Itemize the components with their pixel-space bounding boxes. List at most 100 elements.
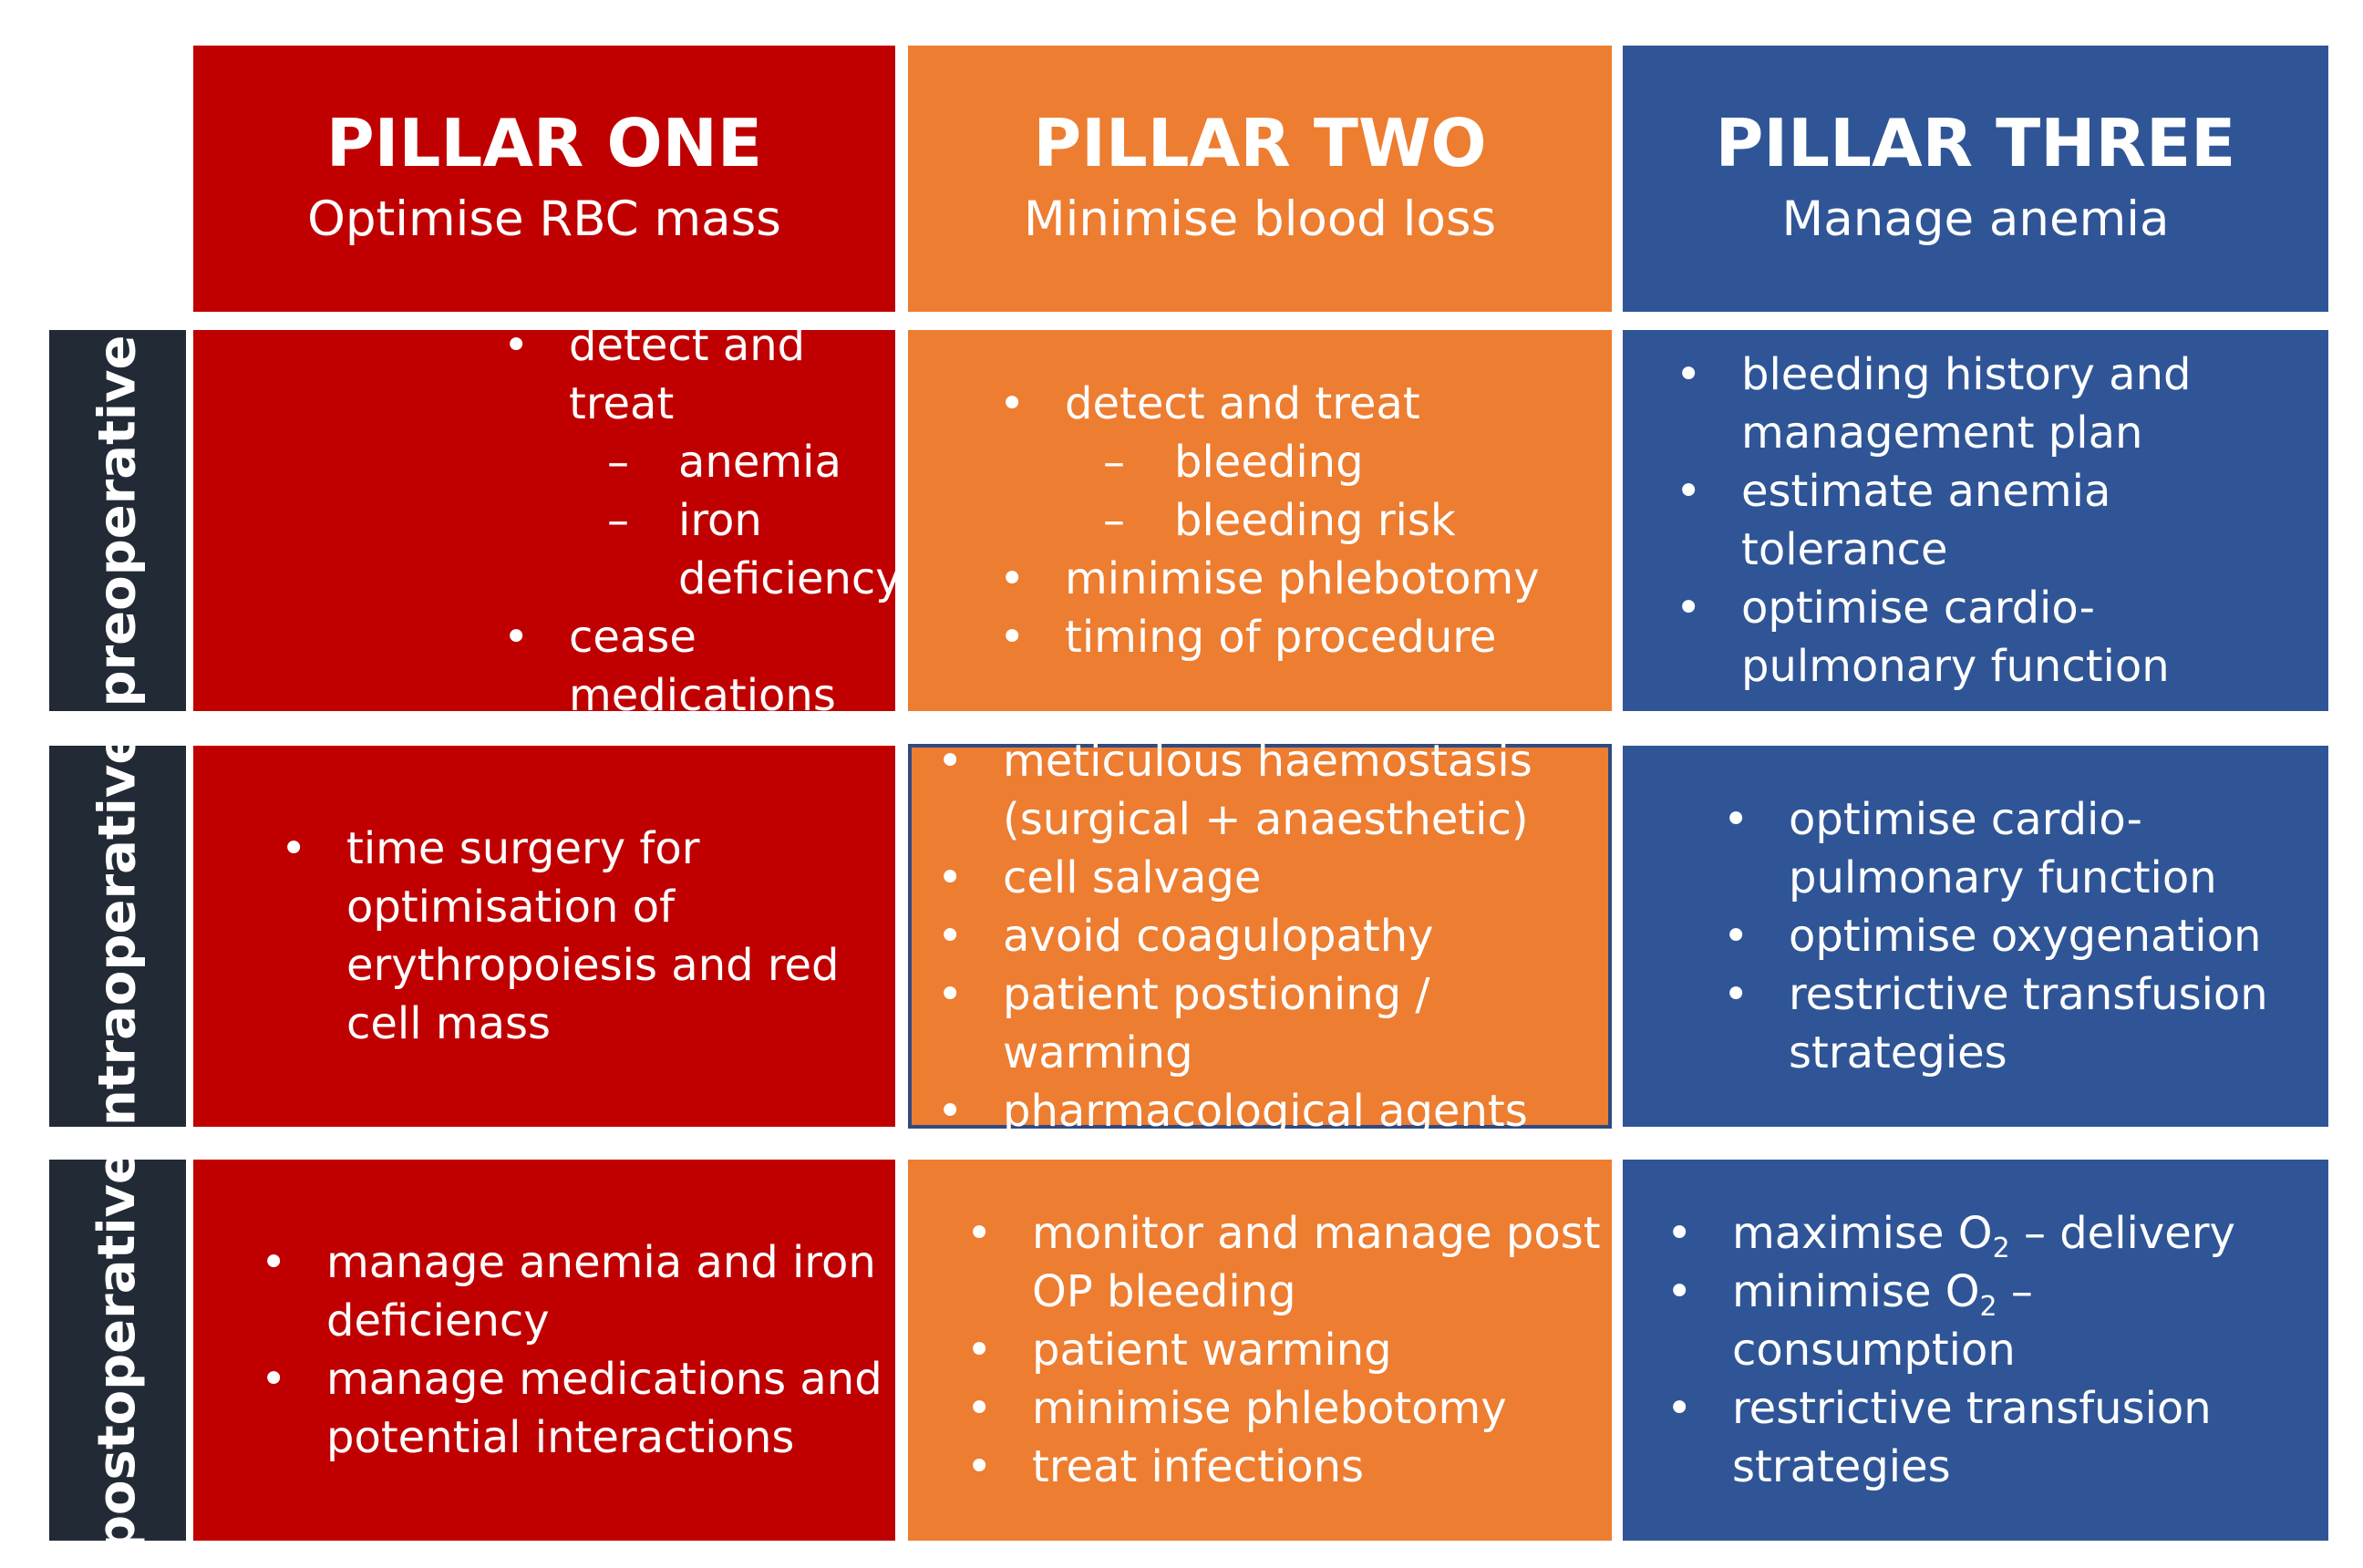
- list-item-text: cease medications: [569, 612, 836, 721]
- bullet-icon: •: [966, 1383, 993, 1434]
- list-item-text: pulmonary function: [1789, 852, 2217, 903]
- bullet-icon: •: [261, 1237, 287, 1288]
- list-item: • minimise phlebotomy: [966, 1379, 1601, 1438]
- list-item-text: optimisation of: [346, 882, 675, 933]
- cell-intraoperative-pillar-three: •optimise cardio-pulmonary function • opt…: [1623, 746, 2328, 1127]
- list-item: • minimise O2 – consumption: [1666, 1263, 2328, 1379]
- pillar-two-header: PILLAR TWO Minimise blood loss: [908, 46, 1612, 312]
- sub-item-text: anemia: [678, 437, 841, 488]
- list-item-text: optimise oxygenation: [1789, 911, 2262, 962]
- row-label-intraoperative: intraoperative: [49, 729, 186, 1143]
- list-item-text: manage medications and: [326, 1354, 882, 1405]
- sub-item-text: iron deficiency: [678, 495, 902, 604]
- list-item-text: pulmonary function: [1741, 641, 2170, 692]
- list-item-text: – consumption: [1732, 1266, 2033, 1376]
- list-item-text: – delivery: [2009, 1208, 2235, 1259]
- list-item: •maximise O2 – delivery: [1666, 1204, 2328, 1263]
- cell-preoperative-pillar-two: •detect and treat –bleeding –bleeding ri…: [908, 330, 1612, 711]
- list-item-text: (surgical + anaesthetic): [1003, 794, 1529, 845]
- list-item: • optimise oxygenation: [1723, 907, 2268, 965]
- cell-postoperative-pillar-three: • maximise O 2 – delivery • minimise O2 – c…: [1623, 1160, 2328, 1541]
- bullet-icon: •: [1666, 1208, 1693, 1259]
- list-item-text: maximise O: [1732, 1208, 1993, 1259]
- dash-icon: –: [1103, 495, 1125, 546]
- list-item-text: restrictive transfusion: [1789, 969, 2268, 1020]
- bullet-icon: •: [937, 1086, 964, 1137]
- list-item-text: cell mass: [346, 998, 552, 1049]
- list-item-text: detect and treat: [569, 320, 806, 429]
- list-item-text: bleeding history and: [1741, 349, 2192, 400]
- list-item-text: OP bleeding: [1032, 1266, 1296, 1317]
- list-item-text: minimise phlebotomy: [1032, 1383, 1507, 1434]
- list-item-text: time surgery for: [346, 823, 700, 874]
- list-item-text: optimise cardio-: [1741, 583, 2095, 634]
- bullet-list: •optimise cardio-pulmonary function • opt…: [1723, 790, 2268, 1082]
- bullet-icon: •: [966, 1325, 993, 1376]
- list-item-text: deficiency: [326, 1295, 550, 1346]
- bullet-icon: •: [281, 823, 307, 874]
- cell-preoperative-pillar-one: • detect and treat –anemia –iron deficien…: [193, 320, 902, 721]
- list-item: • patient warming: [966, 1321, 1601, 1379]
- sub-item-text: bleeding: [1174, 437, 1364, 488]
- list-item: • pharmacological agents: [937, 1082, 1608, 1140]
- bullet-list: • maximise O 2 – delivery • minimise O2 – c…: [1666, 1204, 2328, 1496]
- sub-list: –bleeding –bleeding risk: [1065, 433, 1540, 550]
- bullet-list: • detect and treat –anemia –iron deficien…: [503, 316, 902, 725]
- bullet-icon: •: [937, 911, 964, 962]
- list-item-text: cell salvage: [1003, 852, 1262, 903]
- bullet-icon: •: [1666, 1266, 1693, 1317]
- list-item-text: erythropoiesis and red: [346, 940, 840, 991]
- sub-list-item: –iron deficiency: [607, 491, 902, 608]
- bullet-icon: •: [1676, 349, 1702, 400]
- subscript: 2: [1979, 1291, 1997, 1323]
- list-item-text: potential interactions: [326, 1412, 795, 1463]
- cell-preoperative-pillar-three: • bleeding history and management plan • es…: [1623, 330, 2328, 711]
- list-item: •optimise cardio-pulmonary function: [1723, 790, 2268, 907]
- list-item-text: strategies: [1732, 1441, 1951, 1492]
- pillar-subtitle: Optimise RBC mass: [307, 191, 781, 247]
- list-item-text: patient warming: [1032, 1325, 1392, 1376]
- dash-icon: –: [607, 437, 629, 488]
- sub-item-text: bleeding risk: [1174, 495, 1456, 546]
- list-item: •meticulous haemostasis(surgical + anaes…: [937, 732, 1608, 849]
- bullet-icon: •: [966, 1208, 993, 1259]
- cell-intraoperative-pillar-one: • time surgery for optimisation of erythrop…: [193, 746, 895, 1127]
- list-item-text: minimise O: [1732, 1266, 1980, 1317]
- cell-intraoperative-pillar-two: • meticulous haemostasis (surgical + anaes…: [908, 736, 1612, 1137]
- bullet-list: • bleeding history and management plan • es…: [1676, 346, 2328, 696]
- bullet-icon: •: [1723, 911, 1749, 962]
- list-item: •avoid coagulopathy: [937, 907, 1608, 965]
- list-item: •cell salvage: [937, 849, 1608, 907]
- bullet-icon: •: [999, 612, 1026, 663]
- list-item: • manage medications and potential interac…: [261, 1350, 882, 1467]
- list-item: • estimate anemia tolerance: [1676, 462, 2328, 579]
- pillar-three-header: PILLAR THREE Manage anemia: [1623, 46, 2328, 312]
- row-label-postoperative: postoperative: [49, 1149, 186, 1552]
- list-item-text: estimate anemia tolerance: [1741, 466, 2111, 575]
- list-item-text: minimise phlebotomy: [1065, 553, 1540, 604]
- list-item-text: meticulous haemostasis: [1003, 736, 1532, 787]
- list-item: •timing of procedure: [999, 608, 1540, 666]
- bullet-icon: •: [261, 1354, 287, 1405]
- bullet-icon: •: [1666, 1383, 1693, 1434]
- row-label-preoperative: preoperative: [49, 330, 186, 711]
- bullet-icon: •: [503, 612, 530, 663]
- bullet-icon: •: [1676, 466, 1702, 517]
- list-item-text: pharmacological agents: [1003, 1086, 1528, 1137]
- dash-icon: –: [607, 495, 629, 546]
- bullet-list: •detect and treat –bleeding –bleeding ri…: [999, 375, 1540, 666]
- bullet-icon: •: [937, 969, 964, 1020]
- list-item-text: management plan: [1741, 407, 2143, 459]
- pillar-one-header: PILLAR ONE Optimise RBC mass: [193, 46, 895, 312]
- list-item-text: patient postioning / warming: [1003, 969, 1430, 1078]
- bullet-icon: •: [1723, 794, 1749, 845]
- bullet-icon: •: [999, 378, 1026, 429]
- bullet-list: • meticulous haemostasis (surgical + anaes…: [937, 732, 1608, 1140]
- list-item: •minimise phlebotomy: [999, 550, 1540, 608]
